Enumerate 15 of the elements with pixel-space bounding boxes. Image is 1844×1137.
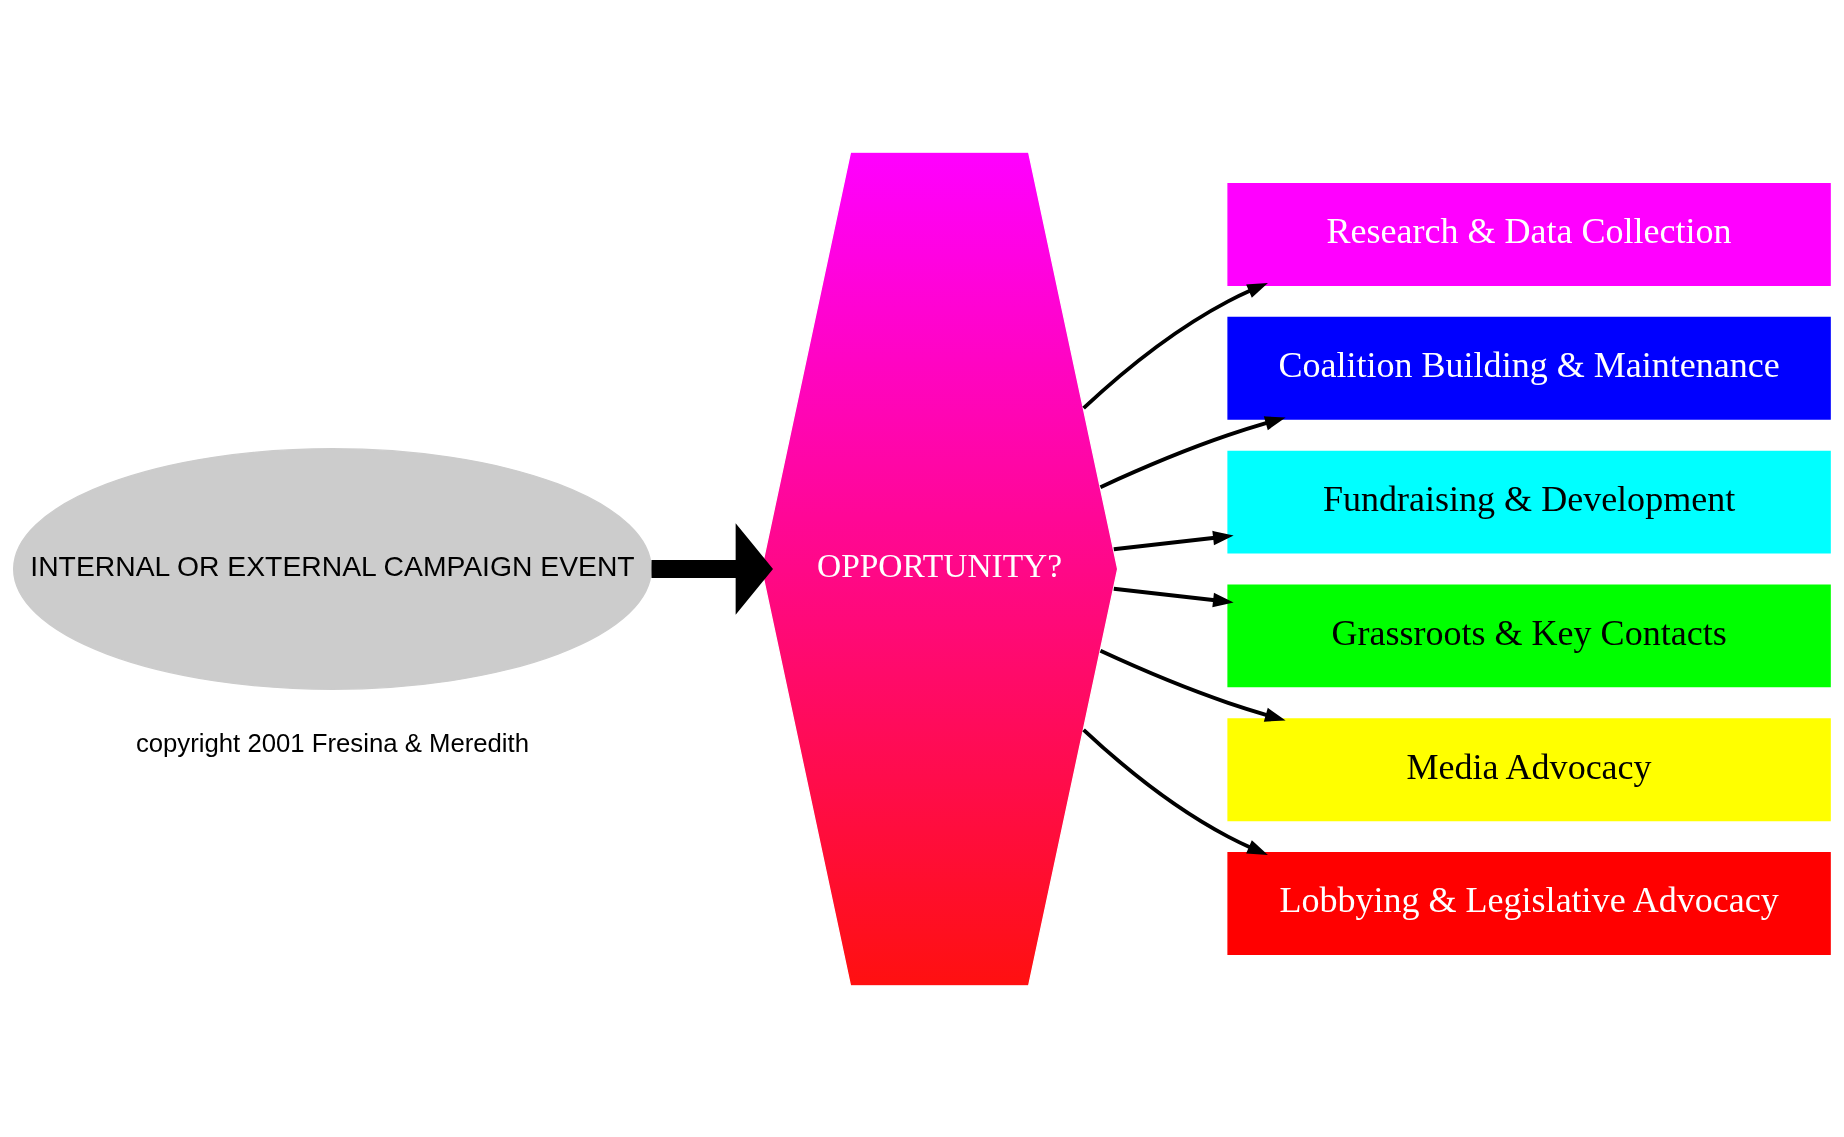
node-box: Lobbying & Legislative Advocacy bbox=[1227, 851, 1831, 955]
arrow bbox=[1099, 415, 1286, 489]
node-box: Coalition Building & Maintenance bbox=[1227, 316, 1831, 420]
node-box: Media Advocacy bbox=[1227, 717, 1831, 821]
arrow bbox=[1113, 586, 1234, 607]
node-box: Research & Data Collection bbox=[1227, 182, 1831, 286]
node-ellipse: INTERNAL OR EXTERNAL CAMPAIGN EVENT bbox=[13, 447, 652, 690]
arrow bbox=[1113, 530, 1234, 551]
arrow bbox=[651, 522, 773, 615]
arrow bbox=[1082, 282, 1268, 410]
label: copyright 2001 Fresina & Meredith bbox=[135, 728, 530, 757]
node-box: Grassroots & Key Contacts bbox=[1227, 583, 1831, 687]
arrow bbox=[1099, 648, 1286, 722]
arrow bbox=[1082, 727, 1268, 855]
node-box: Fundraising & Development bbox=[1227, 450, 1831, 554]
